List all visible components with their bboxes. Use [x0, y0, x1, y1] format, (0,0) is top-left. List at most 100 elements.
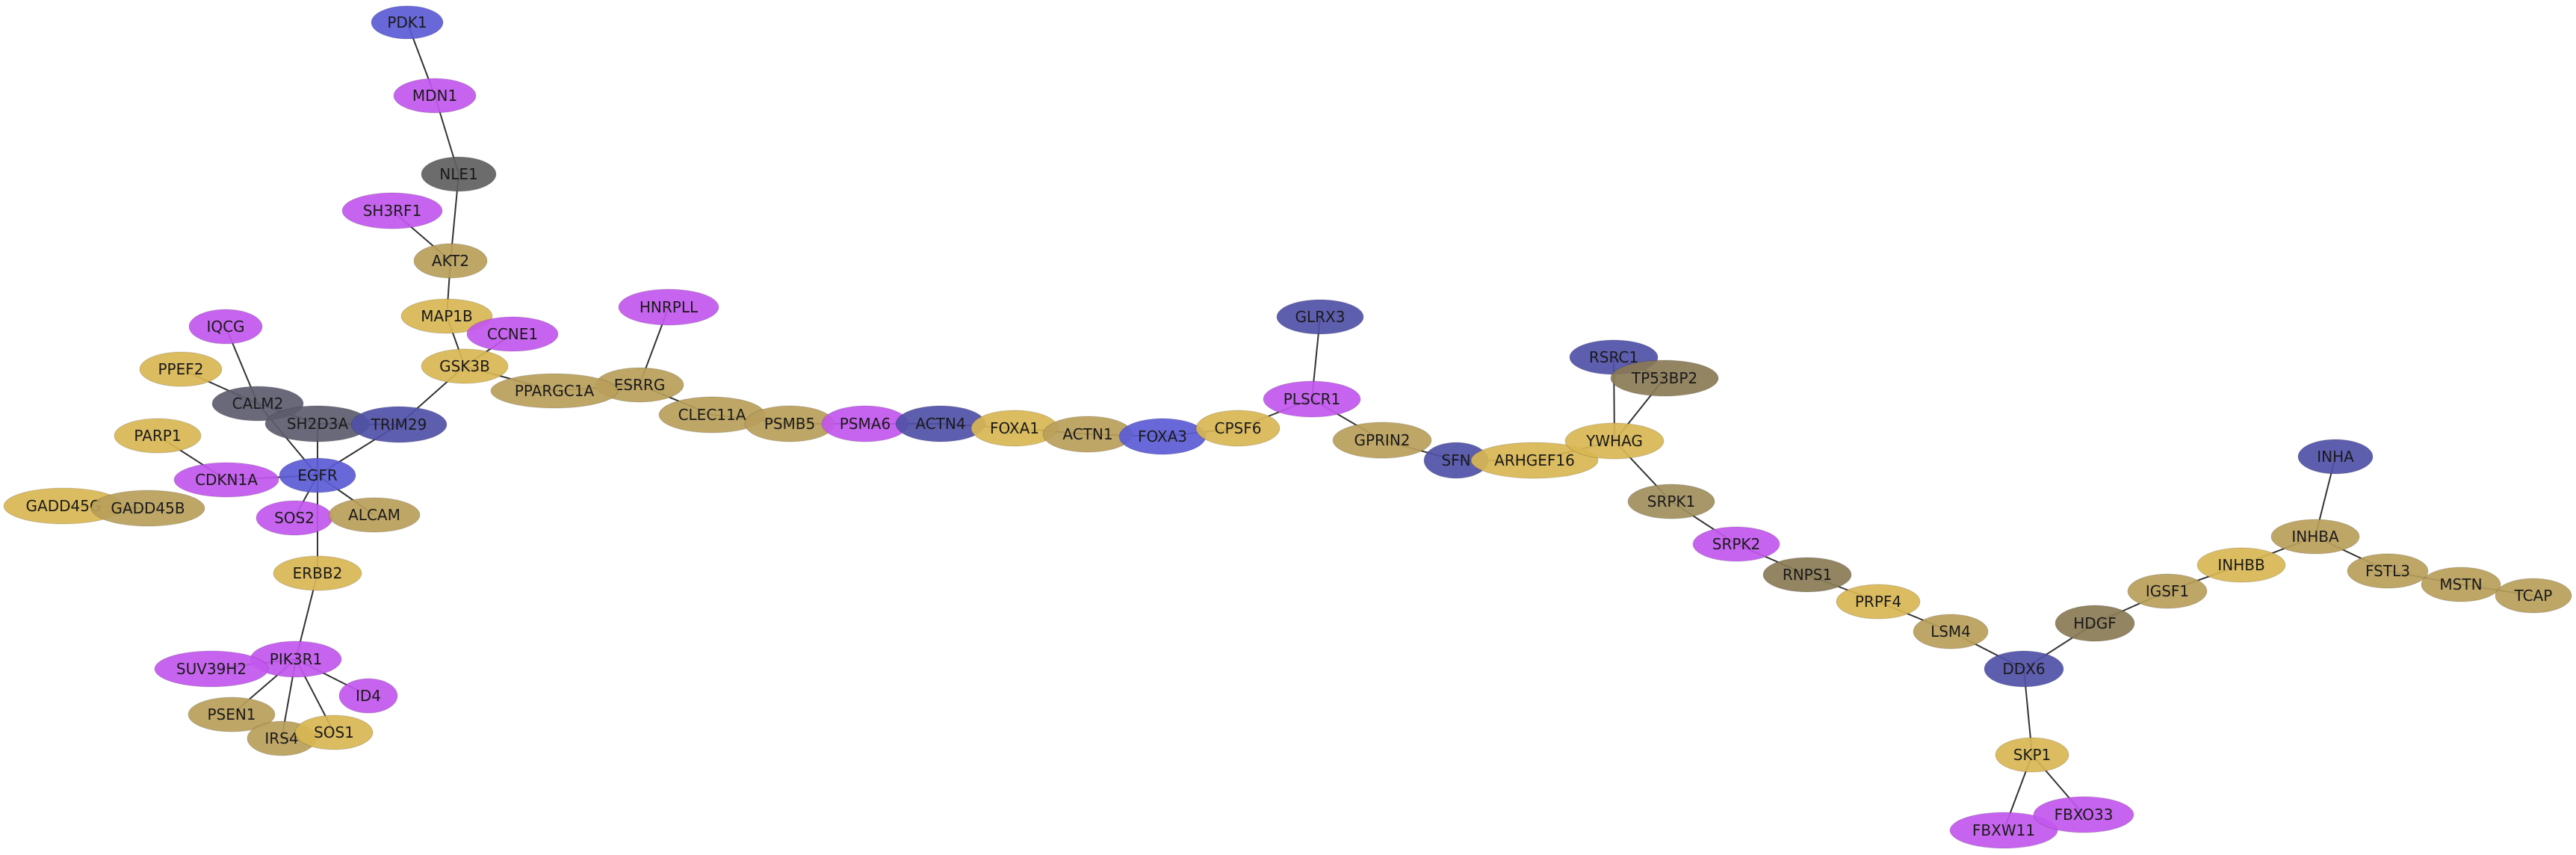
node-fbxo33[interactable]: FBXO33	[2033, 796, 2134, 833]
node-ellipse[interactable]	[2297, 439, 2374, 475]
node-pdk1[interactable]: PDK1	[371, 5, 444, 40]
node-ellipse[interactable]	[413, 243, 488, 279]
node-clec11a[interactable]: CLEC11A	[658, 396, 766, 433]
node-ppef2[interactable]: PPEF2	[139, 351, 223, 387]
node-lsm4[interactable]: LSM4	[1913, 614, 1989, 649]
node-ccne1[interactable]: CCNE1	[466, 316, 559, 352]
node-ellipse[interactable]	[2196, 547, 2286, 583]
node-gsk3b[interactable]: GSK3B	[421, 348, 509, 384]
node-gadd45g[interactable]: GADD45G	[3, 487, 124, 525]
node-fstl3[interactable]: FSTL3	[2347, 553, 2429, 589]
node-ellipse[interactable]	[2421, 567, 2501, 602]
node-actn4[interactable]: ACTN4	[895, 405, 986, 442]
node-ellipse[interactable]	[188, 697, 276, 732]
node-ddx6[interactable]: DDX6	[1984, 650, 2064, 688]
node-ellipse[interactable]	[421, 348, 509, 384]
node-ellipse[interactable]	[90, 490, 205, 527]
node-ellipse[interactable]	[1836, 584, 1921, 620]
node-ellipse[interactable]	[279, 457, 356, 493]
node-ellipse[interactable]	[1332, 422, 1432, 459]
node-ellipse[interactable]	[114, 418, 202, 454]
node-esrrg[interactable]: ESRRG	[595, 367, 684, 403]
node-ellipse[interactable]	[188, 309, 263, 345]
node-erbb2[interactable]: ERBB2	[273, 555, 362, 591]
node-ellipse[interactable]	[618, 288, 719, 326]
node-ellipse[interactable]	[2495, 578, 2572, 614]
node-ellipse[interactable]	[139, 351, 223, 387]
node-egfr[interactable]: EGFR	[279, 457, 356, 493]
node-inhbb[interactable]: INHBB	[2196, 547, 2286, 583]
node-psmb5[interactable]: PSMB5	[744, 405, 835, 442]
node-ellipse[interactable]	[1470, 442, 1599, 479]
node-ellipse[interactable]	[400, 298, 493, 334]
node-ellipse[interactable]	[1984, 650, 2064, 688]
node-ellipse[interactable]	[1276, 299, 1364, 335]
node-ellipse[interactable]	[1195, 410, 1281, 447]
node-plscr1[interactable]: PLSCR1	[1263, 380, 1361, 418]
node-ellipse[interactable]	[2270, 519, 2360, 555]
node-srpk2[interactable]: SRPK2	[1692, 526, 1780, 562]
node-glrx3[interactable]: GLRX3	[1276, 299, 1364, 335]
node-sfn[interactable]: SFN	[1423, 442, 1489, 479]
node-arhgef16[interactable]: ARHGEF16	[1470, 442, 1599, 479]
node-ellipse[interactable]	[466, 316, 559, 352]
node-ellipse[interactable]	[1627, 484, 1715, 519]
node-ellipse[interactable]	[1913, 614, 1989, 649]
node-cpsf6[interactable]: CPSF6	[1195, 410, 1281, 447]
node-foxa3[interactable]: FOXA3	[1118, 418, 1207, 455]
node-sh3rf1[interactable]: SH3RF1	[341, 192, 443, 229]
node-nle1[interactable]: NLE1	[421, 156, 497, 192]
node-gprin2[interactable]: GPRIN2	[1332, 422, 1432, 459]
node-rnps1[interactable]: RNPS1	[1762, 557, 1852, 593]
node-srpk1[interactable]: SRPK1	[1627, 484, 1715, 519]
node-suv39h2[interactable]: SUV39H2	[154, 650, 269, 688]
node-ywhag[interactable]: YWHAG	[1564, 422, 1665, 460]
node-mstn[interactable]: MSTN	[2421, 567, 2501, 602]
node-sh2d3a[interactable]: SH2D3A	[264, 405, 371, 442]
node-hnrpll[interactable]: HNRPLL	[618, 288, 719, 326]
node-ellipse[interactable]	[1692, 526, 1780, 562]
node-ellipse[interactable]	[2127, 573, 2208, 609]
node-prpf4[interactable]: PRPF4	[1836, 584, 1921, 620]
node-tp53bp2[interactable]: TP53BP2	[1610, 359, 1719, 397]
node-cdkn1a[interactable]: CDKN1A	[173, 462, 279, 498]
node-map1b[interactable]: MAP1B	[400, 298, 493, 334]
node-ellipse[interactable]	[2055, 605, 2135, 642]
node-gadd45b[interactable]: GADD45B	[90, 490, 205, 527]
node-ellipse[interactable]	[1564, 422, 1665, 460]
node-tcap[interactable]: TCAP	[2495, 578, 2572, 614]
node-akt2[interactable]: AKT2	[413, 243, 488, 279]
node-id4[interactable]: ID4	[338, 678, 398, 714]
node-ellipse[interactable]	[273, 555, 362, 591]
node-iqcg[interactable]: IQCG	[188, 309, 263, 345]
node-ellipse[interactable]	[1995, 737, 2069, 773]
node-psen1[interactable]: PSEN1	[188, 697, 276, 732]
node-sos2[interactable]: SOS2	[256, 500, 333, 536]
node-ellipse[interactable]	[1610, 359, 1719, 397]
node-pik3r1[interactable]: PIK3R1	[250, 641, 342, 678]
node-ellipse[interactable]	[328, 497, 421, 533]
node-inha[interactable]: INHA	[2297, 439, 2374, 475]
node-ellipse[interactable]	[2347, 553, 2429, 589]
node-foxa1[interactable]: FOXA1	[970, 410, 1059, 447]
node-skp1[interactable]: SKP1	[1995, 737, 2069, 773]
node-ellipse[interactable]	[490, 373, 619, 409]
node-ellipse[interactable]	[294, 714, 374, 750]
node-fbxw11[interactable]: FBXW11	[1949, 812, 2058, 849]
node-ellipse[interactable]	[2033, 796, 2134, 833]
node-ellipse[interactable]	[421, 156, 497, 192]
node-parp1[interactable]: PARP1	[114, 418, 202, 454]
node-sos1[interactable]: SOS1	[294, 714, 374, 750]
node-trim29[interactable]: TRIM29	[350, 406, 448, 443]
node-ellipse[interactable]	[1263, 380, 1361, 418]
node-ellipse[interactable]	[371, 5, 444, 40]
node-ellipse[interactable]	[173, 462, 279, 498]
node-ellipse[interactable]	[338, 678, 398, 714]
node-ellipse[interactable]	[154, 650, 269, 688]
node-igsf1[interactable]: IGSF1	[2127, 573, 2208, 609]
node-psma6[interactable]: PSMA6	[821, 405, 909, 442]
node-hdgf[interactable]: HDGF	[2055, 605, 2135, 642]
node-ppargc1a[interactable]: PPARGC1A	[490, 373, 619, 409]
node-ellipse[interactable]	[350, 406, 448, 443]
node-ellipse[interactable]	[341, 192, 443, 229]
